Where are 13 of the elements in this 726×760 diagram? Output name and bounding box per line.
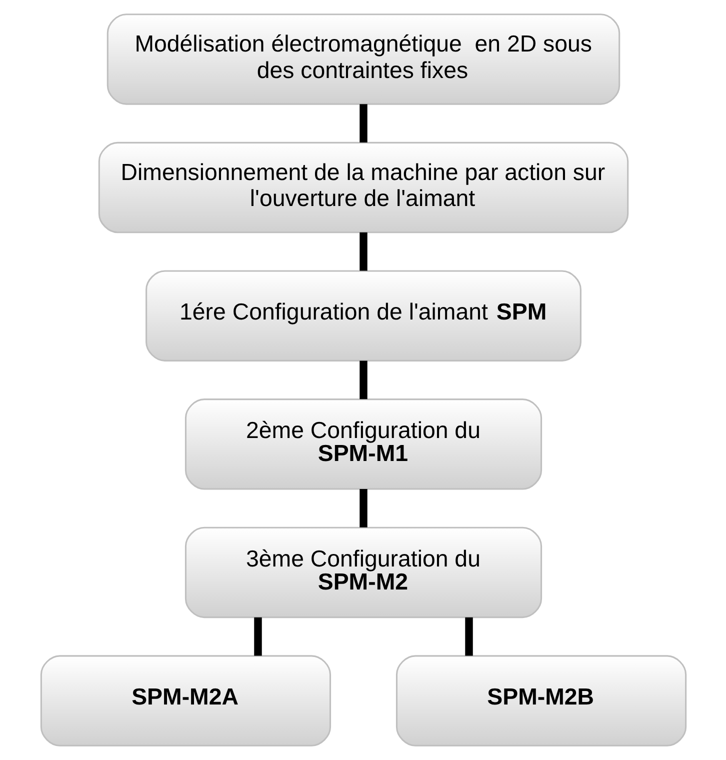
node-box: SPM-M2B — [395, 655, 686, 746]
node-box: 2ème Configuration du SPM-M1 — [184, 398, 542, 490]
node-box: Dimensionnement de la machine par action sur l'ouverture de l'aimant — [98, 142, 628, 234]
node-box: 1ére Configuration de l'aimant SPM — [145, 270, 581, 362]
connector — [464, 617, 472, 656]
connector — [359, 360, 367, 400]
node-box: Modélisation électromagnétique en 2D sous des contraintes fixes — [106, 14, 620, 105]
connector — [254, 617, 262, 656]
connector — [359, 232, 367, 271]
connector — [359, 104, 367, 142]
node-box: SPM-M2A — [40, 655, 331, 746]
node-box: 3ème Configuration du SPM-M2 — [184, 526, 542, 618]
connector — [359, 489, 367, 528]
